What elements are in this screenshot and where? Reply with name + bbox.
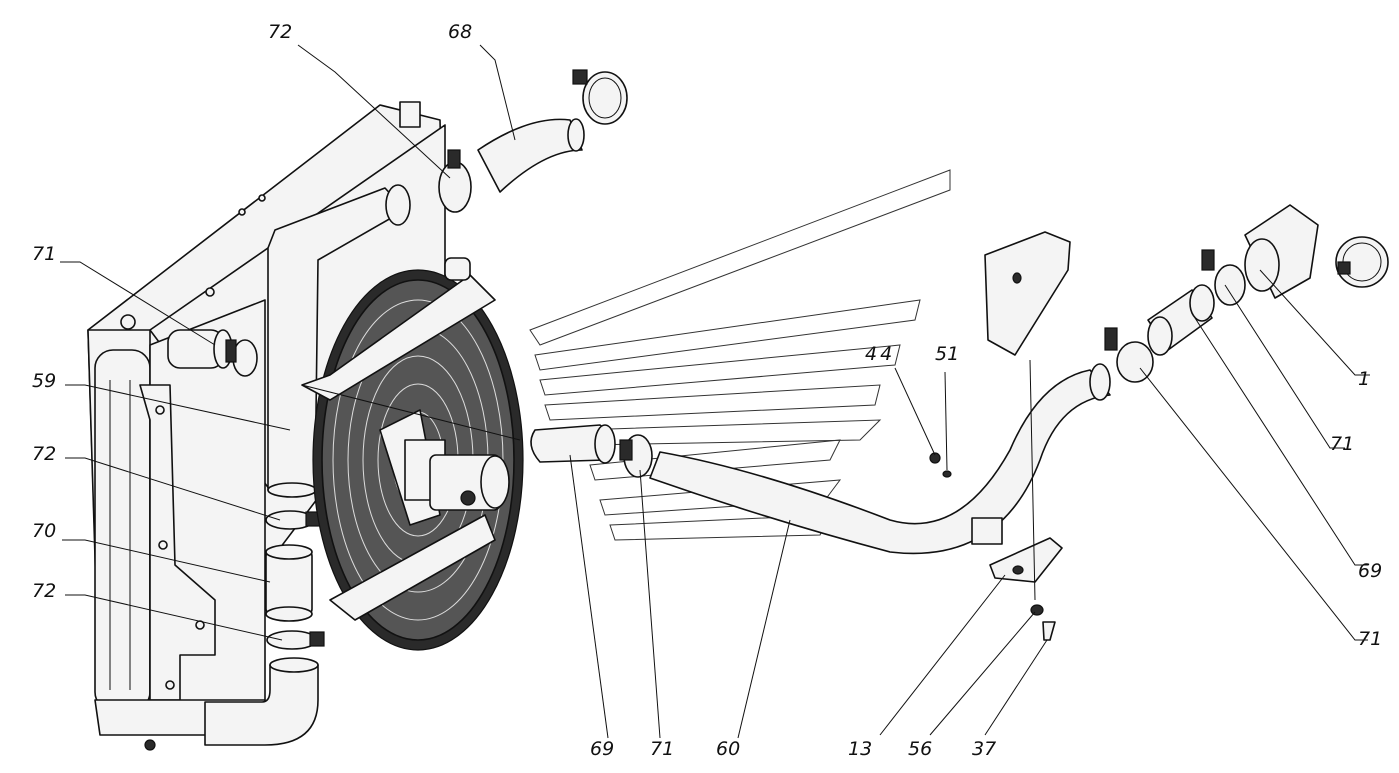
callout-37: 37 bbox=[972, 738, 996, 760]
callout-59: 59 bbox=[32, 370, 56, 392]
callout-1: 1 bbox=[1358, 368, 1370, 390]
callout-71-right-b: 71 bbox=[1358, 628, 1382, 650]
right-couplings bbox=[1104, 249, 1246, 383]
callout-71-left: 71 bbox=[32, 243, 56, 265]
callout-labels: 72 68 71 59 72 70 72 44 51 1 71 69 71 69… bbox=[32, 21, 1382, 760]
lower-hose-assembly bbox=[204, 510, 325, 746]
callout-13: 13 bbox=[848, 738, 872, 760]
callout-71-bot: 71 bbox=[650, 738, 674, 760]
upper-bracket bbox=[984, 231, 1071, 356]
cooling-fan bbox=[301, 257, 524, 651]
callout-68: 68 bbox=[448, 21, 472, 43]
inlet-connector bbox=[1244, 204, 1389, 299]
mid-coupling bbox=[530, 424, 653, 478]
long-pipe bbox=[649, 363, 1111, 555]
left-inlet-pipe bbox=[167, 329, 258, 377]
callout-51: 51 bbox=[935, 343, 959, 365]
callout-44: 44 bbox=[865, 343, 895, 365]
upper-radiator-tube bbox=[267, 184, 411, 498]
callout-72-bot: 72 bbox=[32, 580, 56, 602]
leader-lines bbox=[60, 44, 1370, 739]
callout-72-mid: 72 bbox=[32, 443, 56, 465]
callout-69-right: 69 bbox=[1358, 560, 1382, 582]
callout-70: 70 bbox=[32, 520, 56, 542]
callout-56: 56 bbox=[908, 738, 932, 760]
callout-72-top: 72 bbox=[268, 21, 292, 43]
callout-71-right-a: 71 bbox=[1330, 433, 1354, 455]
callout-69-bot: 69 bbox=[590, 738, 614, 760]
callout-60: 60 bbox=[716, 738, 740, 760]
top-hose-assembly bbox=[438, 69, 628, 213]
